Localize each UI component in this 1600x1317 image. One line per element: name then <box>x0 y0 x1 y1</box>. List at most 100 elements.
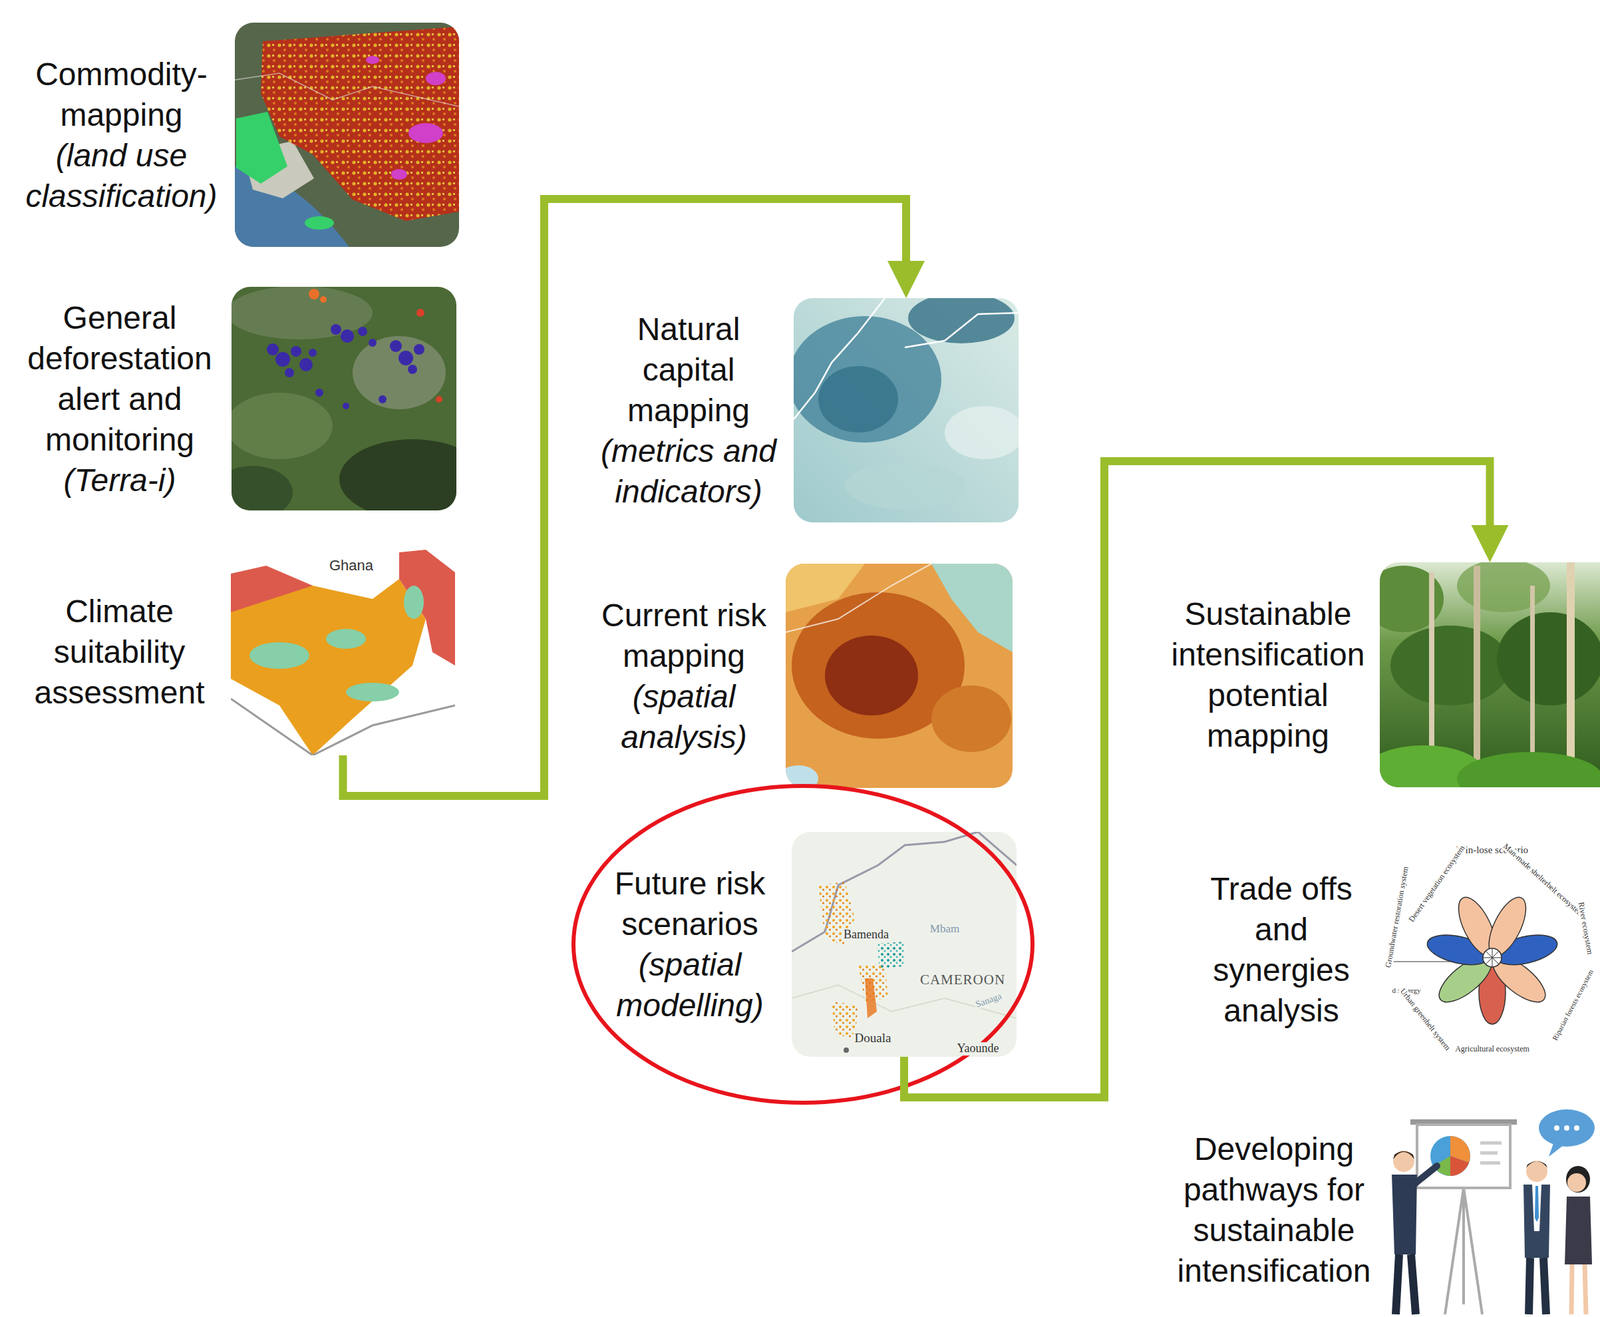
satellite-image <box>266 343 279 356</box>
natural-capital-map <box>904 312 1019 348</box>
suitability-map <box>230 578 426 756</box>
suitability-map <box>403 585 424 619</box>
step-text: Sustainable intensification potential ma… <box>1161 593 1375 756</box>
tradeoff-chart <box>1379 836 1600 1062</box>
figure-step: Sustainable intensification potential ma… <box>1161 562 1600 788</box>
forest-photo <box>1429 572 1435 772</box>
meeting-illustration <box>1444 1187 1464 1314</box>
step-text: General deforestation alert and monitori… <box>13 297 227 501</box>
image-tile <box>791 831 1017 1057</box>
forest-photo <box>1566 562 1575 782</box>
risk-map <box>824 635 919 716</box>
figure-step: General deforestation alert and monitori… <box>13 286 457 511</box>
satellite-image <box>231 286 457 511</box>
meeting-illustration <box>1564 1124 1570 1131</box>
meeting-illustration <box>1548 1142 1564 1157</box>
land-use-map <box>391 168 408 180</box>
scenario-map <box>791 831 978 952</box>
scenario-map <box>791 984 1017 1018</box>
satellite-image <box>413 343 425 355</box>
step-title: Climate suitability assessment <box>13 590 226 713</box>
satellite-image <box>368 338 377 347</box>
step-method: (spatial modelling) <box>593 944 787 1026</box>
satellite-image <box>290 345 302 357</box>
meeting-illustration <box>1450 1155 1469 1176</box>
forest-photo <box>1379 562 1600 788</box>
meeting-illustration <box>1526 1160 1548 1182</box>
land-use-map <box>304 216 334 230</box>
suitability-map <box>249 641 310 669</box>
step-text: Developing pathways for sustainable inte… <box>1170 1128 1378 1291</box>
natural-capital-map <box>793 298 1019 523</box>
figure-step: Natural capital mapping(metrics and indi… <box>588 298 1019 523</box>
satellite-image <box>308 348 317 357</box>
forest-photo <box>1473 565 1481 779</box>
meeting-illustration <box>1532 1184 1542 1231</box>
figure-step: Current risk mapping(spatial analysis) <box>587 563 1013 788</box>
satellite-image <box>308 288 320 300</box>
meeting-illustration <box>1413 1165 1438 1185</box>
image-tile <box>230 548 456 756</box>
land-use-map <box>365 55 380 64</box>
land-use-map <box>234 22 460 247</box>
figure-step: Future risk scenarios(spatial modelling) <box>593 831 1017 1057</box>
map-label: Yaounde <box>955 1041 1000 1056</box>
flow-arrow <box>904 461 1509 1098</box>
satellite-image <box>352 335 446 410</box>
meeting-illustration <box>1538 1109 1595 1147</box>
arrow-head <box>887 260 925 299</box>
step-title: Developing pathways for sustainable inte… <box>1170 1128 1378 1291</box>
natural-capital-map <box>793 316 942 443</box>
chart-label: Urban greenbelt system <box>1397 985 1453 1053</box>
scenario-map <box>791 831 1017 1057</box>
forest-photo <box>1456 562 1551 613</box>
forest-photo <box>1456 751 1600 788</box>
meeting-illustration <box>1393 1150 1415 1172</box>
natural-capital-map <box>908 298 1015 344</box>
meeting-illustration <box>1417 1124 1511 1188</box>
satellite-image <box>320 296 327 303</box>
step-title: Sustainable intensification potential ma… <box>1161 593 1375 756</box>
meeting-illustration <box>1534 1185 1539 1222</box>
step-method: (land use classification) <box>13 135 230 217</box>
satellite-image <box>339 439 457 511</box>
map-label: Ghana <box>327 557 375 574</box>
meeting-illustration <box>1523 1184 1551 1258</box>
suitability-map <box>230 548 456 756</box>
meeting-illustration <box>1567 1172 1587 1192</box>
meeting-illustration <box>1480 1140 1502 1145</box>
meeting-illustration <box>1462 1187 1465 1304</box>
risk-map <box>785 563 1013 788</box>
step-title: Current risk mapping <box>587 594 781 676</box>
suitability-map <box>345 682 400 702</box>
flow-arrow <box>343 198 926 796</box>
image-tile <box>793 298 1019 523</box>
flow-line <box>904 461 1491 1098</box>
suitability-map <box>230 548 456 756</box>
satellite-image <box>231 392 333 460</box>
meeting-illustration <box>1571 1264 1573 1314</box>
natural-capital-map <box>844 462 965 509</box>
meeting-illustration <box>1463 1187 1483 1314</box>
arrow-head <box>1471 524 1509 563</box>
step-title: Natural capital mapping <box>588 308 789 431</box>
meeting-illustration <box>1554 1124 1560 1131</box>
meeting-illustration <box>1543 1257 1547 1314</box>
chart-label: Groundwater restoration system <box>1383 864 1411 970</box>
satellite-image <box>398 350 414 366</box>
map-label: Mbam <box>928 922 961 936</box>
tradeoff-chart <box>1482 948 1502 967</box>
map-label: Bamenda <box>842 928 891 942</box>
figure-step: Commodity- mapping(land use classificati… <box>13 22 460 247</box>
satellite-image <box>284 367 295 378</box>
satellite-image <box>315 388 324 397</box>
highlight-ellipse <box>573 785 1033 1103</box>
map-label: CAMEROON <box>918 971 1007 988</box>
image-tile <box>231 286 457 511</box>
satellite-image <box>231 465 293 511</box>
chart-label: Man-made shelterbelt ecosystem <box>1500 840 1587 920</box>
land-use-map <box>408 123 444 144</box>
risk-map <box>931 685 1012 752</box>
scenario-map <box>876 941 905 968</box>
